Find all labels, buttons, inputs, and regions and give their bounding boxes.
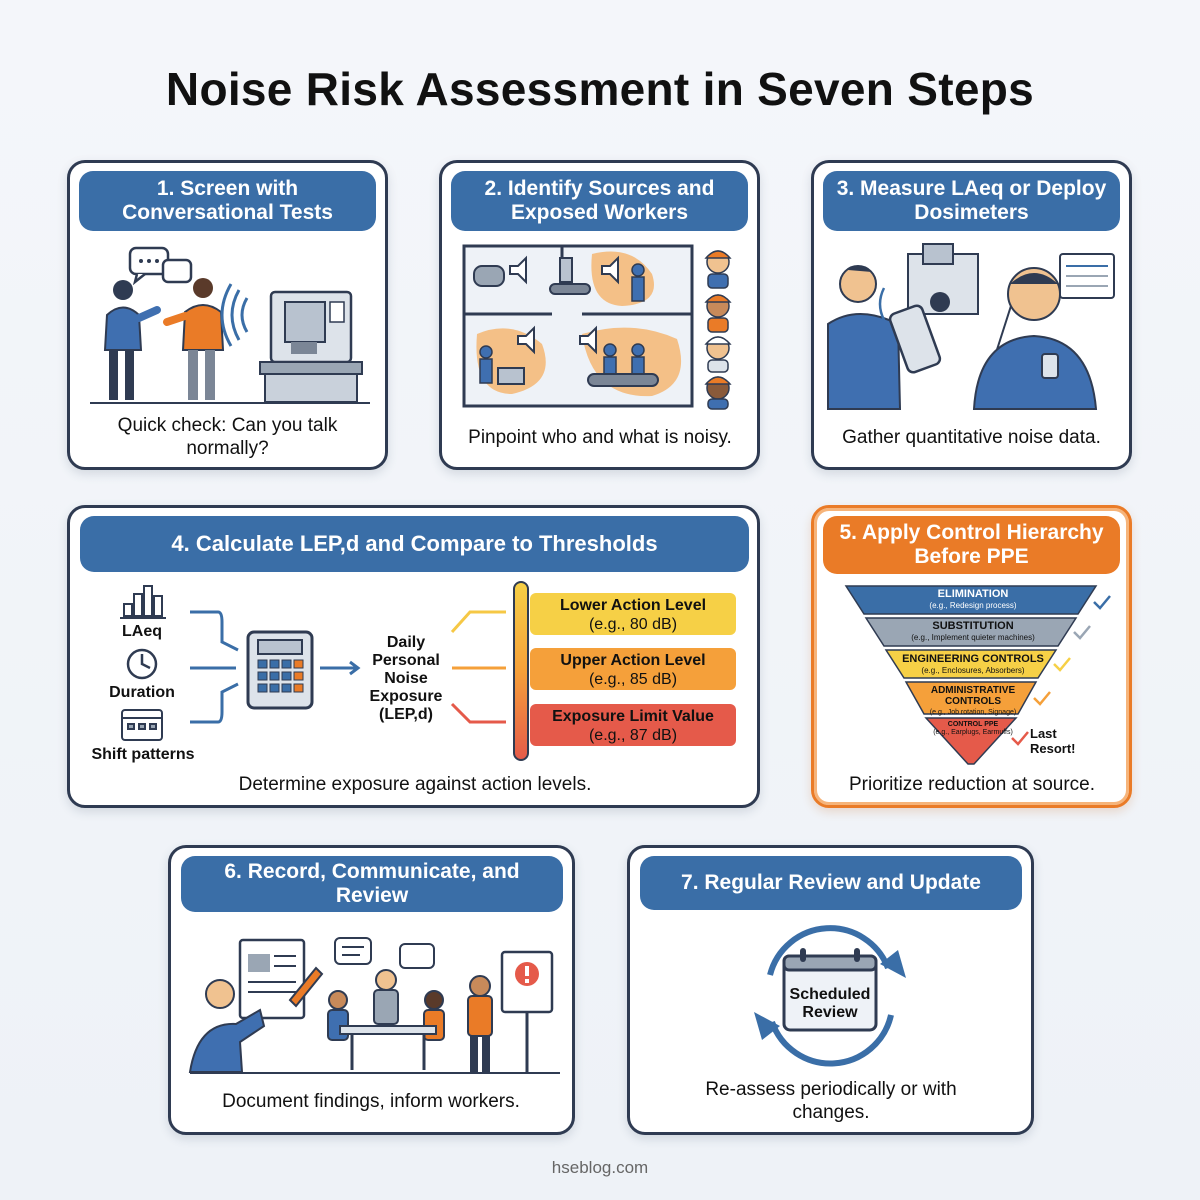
calculation-flow-illustration — [120, 581, 529, 761]
check-icon — [1011, 595, 1111, 746]
step-7-caption: Re-assess periodically or with changes. — [705, 1079, 957, 1123]
exposure-limit-value-name: Exposure Limit Value — [552, 708, 714, 725]
speaker-icon — [509, 255, 619, 355]
speech-bubble-icon — [334, 937, 435, 969]
tier-engineering-label: ENGINEERING CONTROLS (e.g., Enclosures, … — [896, 653, 1050, 677]
tier-administrative — [904, 681, 1038, 715]
bar-chart-icon — [120, 585, 166, 619]
tier-engineering — [884, 649, 1058, 679]
speech-bubble-icon — [128, 246, 193, 286]
page-title: Noise Risk Assessment in Seven Steps — [165, 63, 1035, 115]
step-2-title: 2. Identify Sources and Exposed Workers — [451, 171, 748, 231]
data-sheet-icon — [1059, 253, 1115, 299]
tier-administrative-label: ADMINISTRATIVE CONTROLS (e.g., Job rotat… — [916, 685, 1030, 718]
calendar-icon — [121, 709, 163, 741]
conversation-illustration — [90, 246, 370, 404]
upper-action-level-name: Upper Action Level — [560, 652, 706, 669]
upper-action-level: Upper Action Level (e.g., 85 dB) — [530, 648, 736, 690]
footer-source: hseblog.com — [551, 1158, 649, 1177]
exposed-worker-avatar-icon — [704, 250, 732, 410]
tier-substitution-sub: (e.g., Implement quieter machines) — [911, 633, 1035, 642]
tier-elimination — [844, 585, 1098, 615]
exposure-limit-value: Exposure Limit Value (e.g., 87 dB) — [530, 704, 736, 746]
lepd-output-label: Daily Personal Noise Exposure (LEP,d) — [369, 634, 443, 723]
lower-action-level: Lower Action Level (e.g., 80 dB) — [530, 593, 736, 635]
tier-elimination-sub: (e.g., Redesign process) — [929, 601, 1017, 610]
presenter-icon — [467, 975, 493, 1072]
measurement-illustration — [827, 243, 1115, 410]
tier-ppe-sub: (e.g., Earplugs, Earmuffs) — [933, 729, 1013, 736]
step-3-caption: Gather quantitative noise data. — [842, 427, 1101, 448]
meeting-table-icon — [327, 969, 445, 1070]
tier-substitution-label: SUBSTITUTION (e.g., Implement quieter ma… — [886, 620, 1060, 644]
tier-substitution-name: SUBSTITUTION — [932, 620, 1014, 632]
tier-engineering-sub: (e.g., Enclosures, Absorbers) — [921, 666, 1025, 675]
control-hierarchy-pyramid — [844, 585, 1111, 765]
document-icon — [238, 938, 306, 1020]
lower-action-level-value: (e.g., 80 dB) — [588, 616, 678, 633]
step-6-caption: Document findings, inform workers. — [222, 1091, 520, 1112]
step-4-caption: Determine exposure against action levels… — [238, 774, 592, 795]
calendar-icon — [782, 948, 878, 1032]
review-cycle-illustration — [754, 925, 906, 1067]
step-2-caption: Pinpoint who and what is noisy. — [468, 427, 732, 448]
writer-icon — [188, 979, 266, 1073]
input-duration-label: Duration — [109, 684, 175, 701]
worker-icon — [479, 263, 645, 384]
operator-icon — [827, 265, 902, 410]
worker-blue-icon — [103, 280, 161, 400]
calendar-label: Scheduled Review — [789, 986, 871, 1021]
warning-board-icon — [500, 950, 554, 1072]
team-meeting-illustration — [188, 937, 560, 1074]
threshold-arrow-icon — [450, 610, 506, 724]
step-6-title: 6. Record, Communicate, and Review — [181, 856, 563, 912]
tier-elimination-name: ELIMINATION — [937, 588, 1009, 600]
input-laeq-label: LAeq — [122, 623, 162, 640]
exposure-limit-value-value: (e.g., 87 dB) — [588, 727, 678, 744]
tier-substitution — [864, 617, 1078, 647]
machine-icon — [259, 290, 363, 403]
floorplan-illustration — [462, 244, 732, 410]
lower-action-level-name: Lower Action Level — [559, 597, 707, 614]
step-3-title: 3. Measure LAeq or Deploy Dosimeters — [823, 171, 1120, 231]
tier-ppe-name: CONTROL PPE — [947, 721, 999, 728]
step-5-title: 5. Apply Control Hierarchy Before PPE — [823, 516, 1120, 574]
upper-action-level-value: (e.g., 85 dB) — [588, 671, 678, 688]
step-4-title: 4. Calculate LEP,d and Compare to Thresh… — [80, 516, 749, 572]
step-1-caption: Quick check: Can you talk normally? — [117, 415, 338, 459]
calculator-icon — [246, 630, 314, 710]
tier-ppe-label: CONTROL PPE (e.g., Earplugs, Earmuffs) — [931, 721, 1015, 737]
dosimeter-wearer-icon — [972, 267, 1098, 410]
last-resort-label: Last Resort! — [1030, 726, 1076, 756]
pencil-icon — [288, 966, 324, 1008]
tier-administrative-name: ADMINISTRATIVE CONTROLS — [930, 685, 1016, 707]
tier-engineering-name: ENGINEERING CONTROLS — [902, 653, 1044, 665]
input-shift-patterns-label: Shift patterns — [91, 746, 195, 763]
step-1-title: 1. Screen with Conversational Tests — [79, 171, 376, 231]
sound-waves-icon — [220, 283, 249, 347]
clock-icon — [126, 648, 158, 680]
conveyor-icon — [549, 257, 591, 295]
step-5-caption: Prioritize reduction at source. — [848, 774, 1096, 795]
tier-ppe — [924, 717, 1018, 765]
tier-administrative-sub: (e.g., Job rotation, Signage) — [929, 709, 1017, 716]
tier-elimination-label: ELIMINATION (e.g., Redesign process) — [876, 588, 1070, 612]
sound-level-meter-icon — [878, 287, 950, 374]
cycle-arrows-icon — [767, 925, 894, 1067]
arrow-icon — [190, 610, 361, 724]
step-7-title: 7. Regular Review and Update — [640, 856, 1022, 910]
compressor-icon — [473, 265, 505, 287]
worker-orange-icon — [163, 278, 225, 400]
